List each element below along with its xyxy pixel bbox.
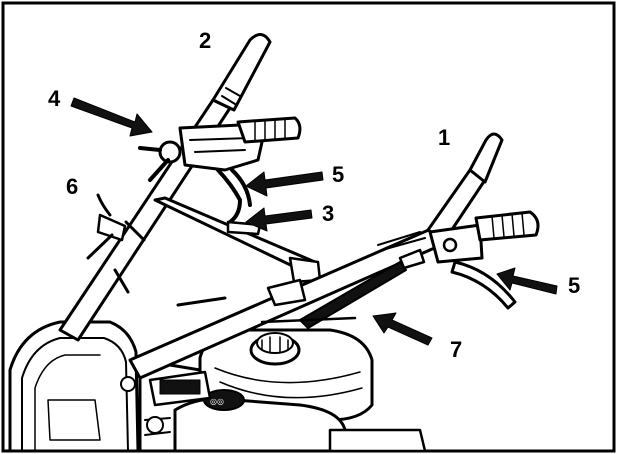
callout-label-6: 6: [66, 174, 78, 199]
callout-label-7: 7: [450, 337, 462, 362]
svg-text:◎◎: ◎◎: [210, 397, 224, 406]
arrow-4: [70, 97, 153, 137]
left-handlebar: [58, 33, 302, 342]
callout-labels: 1 2 3 4 5 5 6 7: [48, 28, 580, 362]
arrow-5-right: [496, 267, 558, 295]
callout-label-4: 4: [48, 86, 61, 111]
callout-label-3: 3: [322, 201, 334, 226]
arrow-7: [372, 312, 433, 346]
callout-label-2: 2: [199, 28, 211, 53]
callout-label-5-left: 5: [332, 162, 344, 187]
right-handlebar: [128, 132, 540, 380]
engine-body: ◎◎: [8, 320, 427, 453]
arrow-3: [245, 207, 313, 232]
callout-arrows: [70, 97, 558, 346]
arrow-5-left: [245, 171, 324, 197]
callout-label-5-right: 5: [568, 273, 580, 298]
callout-label-1: 1: [438, 125, 450, 150]
